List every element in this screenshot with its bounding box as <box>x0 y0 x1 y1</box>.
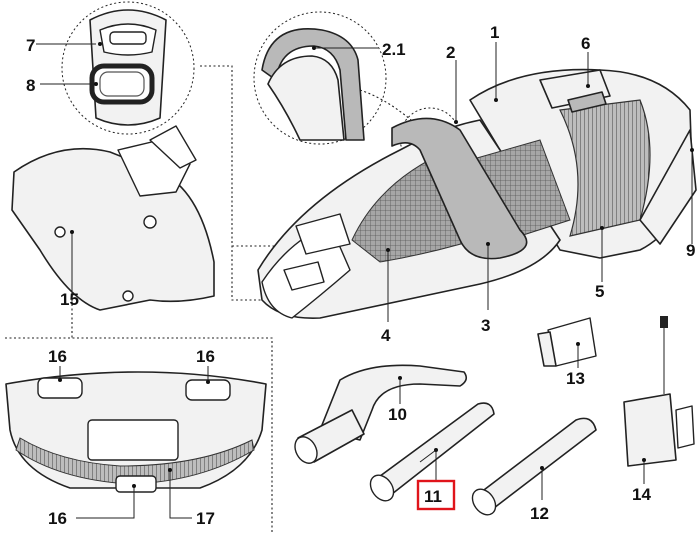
callout-13: 13 <box>566 369 585 388</box>
callout-1: 1 <box>490 23 499 42</box>
detail-circle-filter <box>253 11 421 145</box>
base-station <box>5 371 267 493</box>
callout-12: 12 <box>530 504 549 523</box>
callout-16-right: 16 <box>196 347 215 366</box>
main-vacuum-unit <box>257 68 697 319</box>
callout-11: 11 <box>424 487 442 506</box>
callout-16-left: 16 <box>48 347 67 366</box>
accessory-tube <box>369 402 495 502</box>
front-cover <box>11 125 215 311</box>
accessory-tube-long <box>471 417 597 516</box>
callout-2: 2 <box>446 43 455 62</box>
callout-5: 5 <box>595 282 604 301</box>
callout-3: 3 <box>481 316 490 335</box>
callout-6: 6 <box>581 34 590 53</box>
callout-10: 10 <box>388 405 407 424</box>
highlight-box <box>416 479 456 511</box>
leader-lines <box>36 42 694 519</box>
callout-9: 9 <box>686 241 695 260</box>
charger-adapter <box>623 316 695 467</box>
accessory-bend <box>294 364 468 464</box>
battery-pack <box>537 317 597 367</box>
callout-labels: 7 8 2.1 2 1 6 9 5 3 4 15 16 16 16 17 10 … <box>26 23 695 528</box>
callout-16-bottom: 16 <box>48 509 67 528</box>
callout-8: 8 <box>26 76 35 95</box>
callout-2-1: 2.1 <box>382 40 406 59</box>
callout-7: 7 <box>26 36 35 55</box>
callout-14: 14 <box>632 485 651 504</box>
callout-15: 15 <box>60 290 79 309</box>
callout-17: 17 <box>196 509 215 528</box>
detail-circle-seal <box>61 1 195 135</box>
callout-4: 4 <box>381 326 391 345</box>
